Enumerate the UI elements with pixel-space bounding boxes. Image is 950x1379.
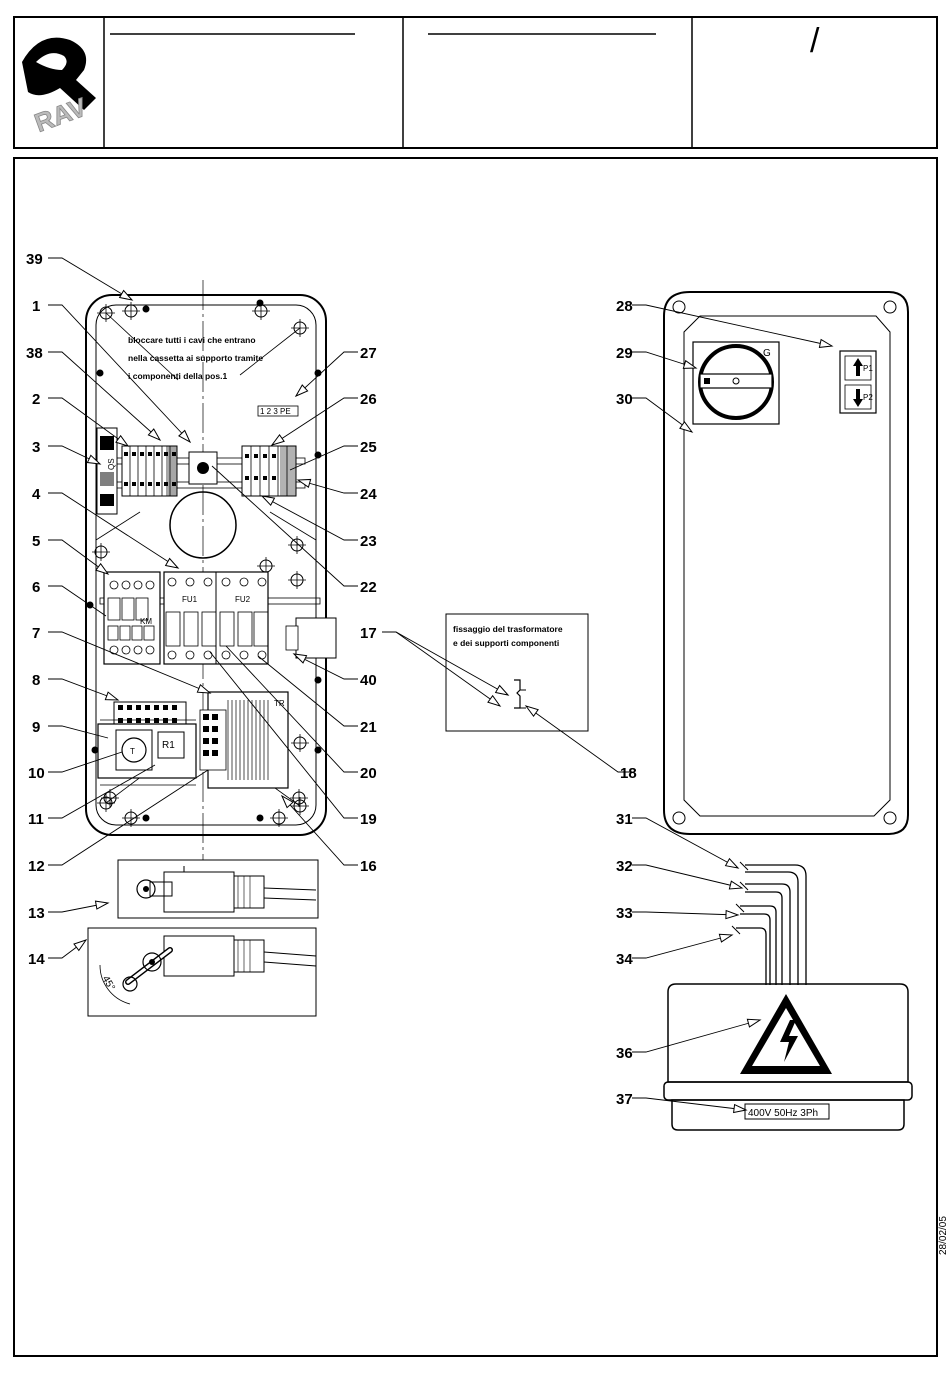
limit-switch-detail-13 (117, 859, 319, 919)
callout-18: 18 (620, 765, 637, 782)
panel-note-line1: bloccare tutti i cavi che entrano (128, 335, 256, 345)
callout-24: 24 (360, 486, 377, 503)
rav-logo: RAV (22, 37, 96, 138)
callout-3: 3 (32, 439, 40, 456)
callout-14: 14 (28, 951, 45, 968)
fix-note-line2: e dei supporti componenti (453, 638, 559, 648)
closed-enclosure: G P1 P2 (663, 291, 909, 835)
callout-22: 22 (360, 579, 377, 596)
callout-7: 7 (32, 625, 40, 642)
leader-lines (48, 257, 833, 1111)
callout-9: 9 (32, 719, 40, 736)
callout-29: 29 (616, 345, 633, 362)
callout-33: 33 (616, 905, 633, 922)
terminals-label: 1 2 3 PE (260, 407, 291, 416)
callout-5: 5 (32, 533, 40, 550)
fu2-label: FU2 (235, 595, 251, 604)
g-label: G (763, 348, 771, 359)
callout-23: 23 (360, 533, 377, 550)
callout-32: 32 (616, 858, 633, 875)
callout-38: 38 (26, 345, 43, 362)
callout-numbers: 39 1 38 2 3 4 5 6 7 8 9 10 11 12 13 14 2… (26, 251, 637, 1108)
callout-12: 12 (28, 858, 45, 875)
logo-text: RAV (30, 91, 91, 138)
title-block: / (13, 16, 938, 149)
callout-13: 13 (28, 905, 45, 922)
callout-16: 16 (360, 858, 377, 875)
callout-20: 20 (360, 765, 377, 782)
callout-37: 37 (616, 1091, 633, 1108)
callout-28: 28 (616, 298, 633, 315)
cables (731, 861, 807, 985)
voltage-label: 400V 50Hz 3Ph (748, 1108, 818, 1119)
top-right-mark: / (810, 22, 820, 60)
callout-31: 31 (616, 811, 633, 828)
date-stamp: 28/02/05 (938, 1216, 949, 1255)
callout-17: 17 (360, 625, 377, 642)
fixing-detail: fissaggio del trasformatore e dei suppor… (445, 613, 589, 732)
callout-39: 39 (26, 251, 43, 268)
p2-label: P2 (863, 393, 873, 402)
lightning-icon (780, 1020, 798, 1062)
callout-40: 40 (360, 672, 377, 689)
callout-6: 6 (32, 579, 40, 596)
callout-1: 1 (32, 298, 40, 315)
fu1-label: FU1 (182, 595, 198, 604)
fix-note-line1: fissaggio del trasformatore (453, 624, 563, 634)
open-enclosure: QS 1 2 3 PE KM FU1 FU2 (85, 294, 337, 836)
km-label: KM (140, 617, 152, 626)
panel-note-line2: nella cassetta ai supporto tramite (128, 353, 263, 363)
panel-note-line3: i componenti della pos.1 (128, 371, 227, 381)
callout-26: 26 (360, 391, 377, 408)
t-label: T (130, 747, 135, 756)
p1-label: P1 (863, 364, 873, 373)
motor-box: 400V 50Hz 3Ph (663, 983, 913, 1131)
callout-30: 30 (616, 391, 633, 408)
callout-25: 25 (360, 439, 377, 456)
callout-2: 2 (32, 391, 40, 408)
r1-label: R1 (162, 740, 175, 751)
limit-switch-detail-14: 45° (87, 927, 317, 1017)
callout-4: 4 (32, 486, 41, 503)
drawing-frame (13, 157, 938, 1357)
callout-19: 19 (360, 811, 377, 828)
callout-10: 10 (28, 765, 45, 782)
callout-27: 27 (360, 345, 377, 362)
callout-8: 8 (32, 672, 40, 689)
callout-11: 11 (28, 811, 44, 828)
callout-21: 21 (360, 719, 377, 736)
callout-36: 36 (616, 1045, 633, 1062)
qs-label: QS (107, 458, 116, 470)
callout-34: 34 (616, 951, 633, 968)
angle-label: 45° (100, 974, 117, 993)
